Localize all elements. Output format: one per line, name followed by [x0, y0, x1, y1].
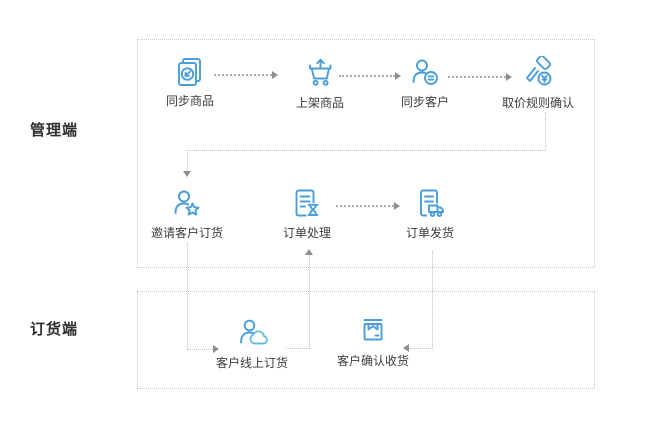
- node-label: 订单处理: [282, 226, 331, 240]
- arrowhead-icon: [272, 71, 278, 79]
- package-box-icon: [355, 314, 391, 350]
- customer-cloud-icon: [234, 316, 270, 352]
- edge-invite-to-online-order-h: [187, 349, 213, 350]
- node-order-processing: 订单处理: [267, 186, 347, 240]
- node-label: 取价规则确认: [501, 96, 574, 110]
- edge-online-order-to-processing-h: [286, 348, 309, 349]
- edge-sync-customers-to-price-rule: [448, 76, 506, 78]
- edge-shipping-to-confirm-receipt-h: [409, 348, 433, 349]
- order-hourglass-icon: [289, 186, 325, 222]
- node-customer-confirm-receipt: 客户确认收货: [323, 314, 423, 368]
- ordering-zone-box: [137, 291, 595, 389]
- node-label: 邀请客户订货: [150, 226, 223, 240]
- management-zone-box: [137, 39, 595, 268]
- edge-sync-products-to-list-products: [214, 74, 272, 76]
- edge-list-products-to-sync-customers: [339, 75, 395, 77]
- node-sync-products: 同步商品: [150, 54, 230, 108]
- customer-sync-icon: [407, 55, 443, 91]
- node-list-products: 上架商品: [280, 56, 360, 110]
- arrowhead-icon: [213, 345, 219, 353]
- node-label: 上架商品: [295, 96, 344, 110]
- node-label: 订单发货: [405, 226, 454, 240]
- node-label: 同步客户: [400, 95, 449, 109]
- arrowhead-icon: [395, 72, 401, 80]
- sync-documents-icon: [172, 54, 208, 90]
- edge-price-rule-to-invite-v2: [187, 150, 188, 171]
- node-label: 客户确认收货: [336, 354, 409, 368]
- node-order-shipping: 订单发货: [390, 186, 470, 240]
- edge-price-rule-to-invite-v: [545, 112, 546, 150]
- arrowhead-icon: [305, 249, 313, 255]
- arrowhead-icon: [403, 344, 409, 352]
- node-sync-customers: 同步客户: [385, 55, 465, 109]
- cart-upload-icon: [302, 56, 338, 92]
- node-customer-online-order: 客户线上订货: [202, 316, 302, 370]
- arrowhead-icon: [183, 171, 191, 177]
- section-label-management: 管理端: [30, 122, 79, 139]
- edge-shipping-to-confirm-receipt-v: [432, 251, 433, 349]
- order-truck-icon: [412, 186, 448, 222]
- price-rule-gavel-icon: [520, 56, 556, 92]
- customer-star-icon: [169, 186, 205, 222]
- node-invite-customers: 邀请客户订货: [137, 186, 237, 240]
- edge-invite-to-online-order-v: [187, 243, 188, 349]
- edge-online-order-to-processing-v: [309, 255, 310, 349]
- edge-price-rule-to-invite-h: [187, 150, 545, 151]
- arrowhead-icon: [394, 202, 400, 210]
- edge-order-processing-to-order-shipping: [336, 205, 394, 207]
- arrowhead-icon: [506, 73, 512, 81]
- node-price-rule-confirm: 取价规则确认: [488, 56, 588, 110]
- node-label: 客户线上订货: [215, 356, 288, 370]
- node-label: 同步商品: [165, 94, 214, 108]
- section-label-ordering: 订货端: [30, 321, 79, 338]
